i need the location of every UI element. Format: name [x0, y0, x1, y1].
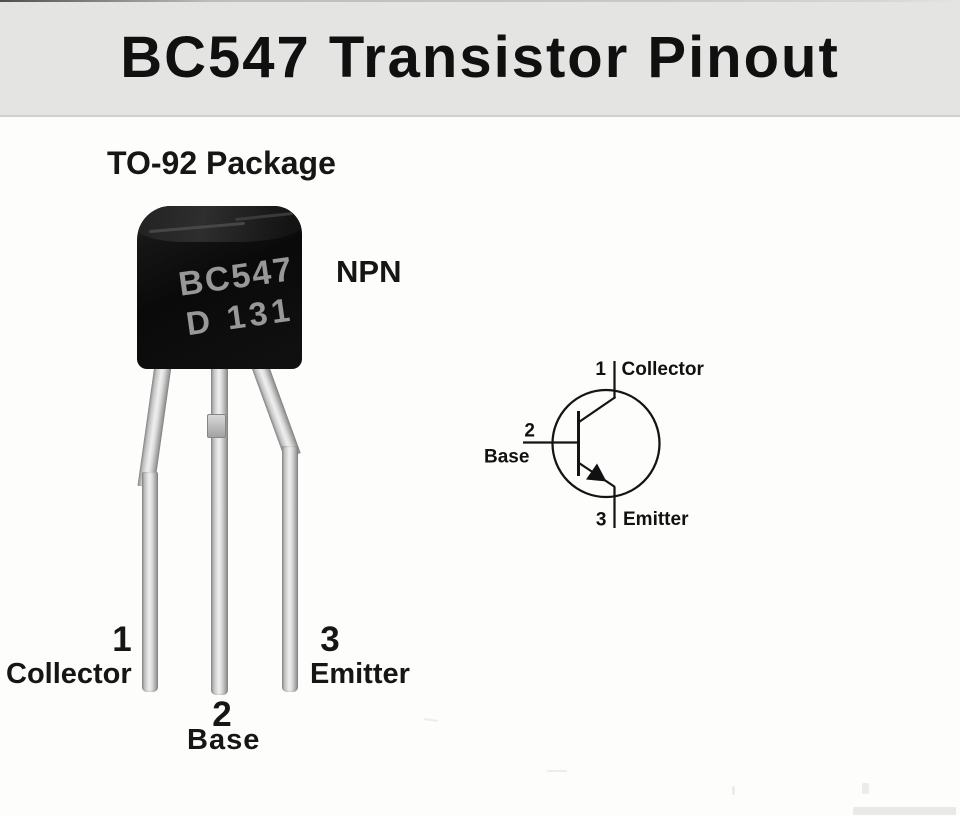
watermark-fragment [547, 770, 567, 772]
npn-symbol-diagram: 1 Collector 2 Base 3 Emitter [484, 359, 705, 531]
package-heading: TO-92 Package [107, 145, 336, 181]
collector-leg-upper [137, 360, 172, 488]
page-title: BC547 Transistor Pinout [120, 25, 840, 90]
photo-pin2-number: 2 [212, 695, 232, 734]
watermark-fragment [862, 783, 869, 794]
emitter-leg-upper [250, 359, 301, 459]
emitter-leg [282, 446, 298, 692]
symbol-pin3-name: Emitter [623, 509, 689, 530]
collector-leg [142, 472, 158, 692]
transistor-type-label: NPN [336, 254, 402, 289]
collector-diagonal-line [578, 396, 617, 423]
photo-pin3-name: Emitter [310, 658, 410, 690]
watermark-fragment [853, 807, 956, 815]
photo-pin3-number: 3 [320, 620, 340, 659]
package-marking: BC547 D 131 [176, 250, 297, 342]
base-leg [211, 360, 228, 695]
base-leg-crimp [207, 414, 226, 438]
symbol-pin2-number: 2 [524, 421, 535, 442]
symbol-pin1-number: 1 [595, 359, 606, 380]
photo-pin2-name: Base [187, 724, 261, 756]
to92-package-body: BC547 D 131 [137, 206, 302, 369]
watermark-fragment [423, 718, 439, 722]
symbol-pin1-name: Collector [622, 359, 705, 380]
header-band: BC547 Transistor Pinout [0, 0, 960, 117]
photo-pin1-number: 1 [112, 620, 132, 659]
photo-pin1-name: Collector [6, 658, 132, 690]
emitter-arrow-icon [586, 463, 607, 482]
symbol-pin3-number: 3 [596, 510, 607, 531]
watermark-fragment [732, 786, 735, 795]
symbol-pin2-name: Base [484, 447, 529, 468]
